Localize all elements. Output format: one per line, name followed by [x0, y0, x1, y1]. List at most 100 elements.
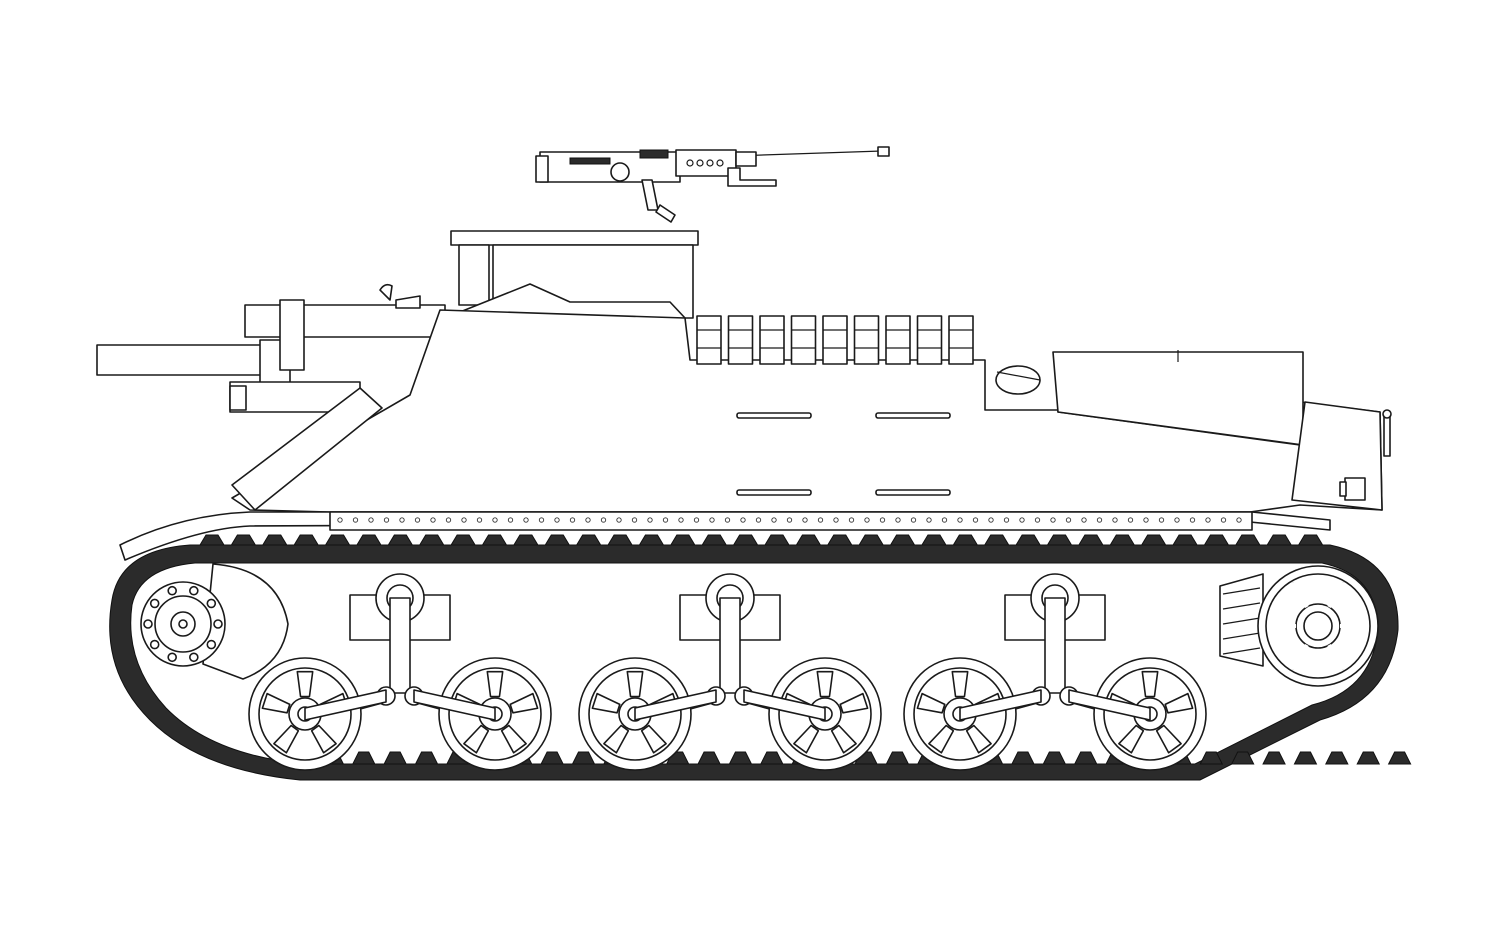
- track-tooth: [513, 534, 539, 546]
- track-tooth: [571, 751, 596, 765]
- track-tooth: [383, 751, 407, 765]
- rivet: [662, 517, 669, 523]
- rivet: [848, 517, 855, 523]
- track-tooth: [1199, 751, 1224, 765]
- sprocket-bolt: [143, 619, 153, 629]
- track-tooth: [1042, 751, 1067, 765]
- rivet: [554, 517, 560, 523]
- rivet: [1205, 517, 1211, 523]
- ammo-rack: [727, 315, 754, 365]
- sprocket-bolt: [167, 585, 177, 596]
- ammo-rack: [822, 315, 848, 365]
- rivet: [352, 517, 359, 523]
- track-tooth: [1230, 751, 1255, 765]
- sprocket-bolt: [149, 639, 160, 650]
- rivet: [1081, 517, 1087, 523]
- rivet: [647, 517, 653, 523]
- track-tooth: [1325, 751, 1349, 765]
- track-tooth: [1234, 534, 1261, 546]
- rivet: [1019, 517, 1025, 523]
- rivet: [368, 517, 374, 523]
- track-tooth: [701, 534, 728, 546]
- ammo-rack-group: [696, 315, 974, 365]
- rivet: [1003, 517, 1010, 523]
- track-tooth: [230, 534, 257, 546]
- ammo-rack: [948, 315, 974, 365]
- rivet: [445, 517, 452, 523]
- rivet: [523, 517, 529, 523]
- ammo-rack: [885, 315, 911, 365]
- track-tooth: [952, 534, 979, 546]
- track-tooth: [1109, 534, 1136, 546]
- rivet: [755, 517, 762, 523]
- track-tooth: [1140, 534, 1167, 546]
- track-tooth: [826, 534, 853, 546]
- rivet: [337, 517, 343, 523]
- suspension-bogies: [248, 573, 1207, 771]
- track-tooth: [983, 534, 1010, 546]
- track-tooth: [1046, 534, 1073, 546]
- rivet: [507, 517, 514, 523]
- rivet: [476, 517, 483, 523]
- track-tooth: [324, 534, 351, 546]
- rivet: [786, 517, 793, 523]
- track-tooth: [293, 534, 320, 546]
- idler-wheel: [1219, 565, 1379, 687]
- rivet: [740, 517, 746, 523]
- glacis-plate: [231, 387, 383, 511]
- rivet: [1034, 517, 1041, 523]
- rivet: [864, 517, 870, 523]
- track-tooth: [732, 534, 759, 546]
- sprocket-bolt: [189, 652, 199, 663]
- sprocket-bolt: [213, 619, 223, 629]
- track-tooth: [1293, 751, 1318, 765]
- rivet: [972, 517, 979, 523]
- track-tooth: [607, 534, 633, 546]
- rivet: [678, 517, 684, 523]
- rivet: [600, 517, 607, 523]
- rivet: [833, 517, 839, 523]
- main-gun: [96, 283, 446, 413]
- track-tooth: [1078, 534, 1104, 546]
- track-tooth: [1015, 534, 1041, 546]
- track-tooth: [414, 751, 439, 765]
- rivet: [802, 517, 808, 523]
- bogie: [903, 573, 1207, 771]
- track-tooth: [356, 534, 382, 546]
- rivet: [631, 517, 638, 523]
- track-tooth: [795, 534, 822, 546]
- track-tooth: [669, 534, 696, 546]
- roof-plate: [450, 230, 699, 246]
- rivet: [1112, 517, 1118, 523]
- drive-sprocket: [140, 563, 289, 680]
- sprocket-bolt: [149, 598, 160, 609]
- rivet: [910, 517, 917, 523]
- rivet: [1065, 517, 1072, 523]
- track-tooth: [1387, 751, 1412, 765]
- mg-barrel-jacket: [686, 159, 724, 167]
- rivet: [569, 517, 576, 523]
- rivet: [988, 517, 994, 523]
- rivet: [383, 517, 390, 523]
- rivet: [492, 517, 498, 523]
- track-tooth: [540, 751, 564, 765]
- rivet: [399, 517, 405, 523]
- rivet: [414, 517, 421, 523]
- track-tooth: [544, 534, 571, 546]
- rivet: [879, 517, 886, 523]
- track-tooth: [1266, 534, 1293, 546]
- rivet: [926, 517, 932, 523]
- track-tooth: [1203, 534, 1230, 546]
- rivet: [1143, 517, 1149, 523]
- rivet: [585, 517, 591, 523]
- rivet: [895, 517, 901, 523]
- sprocket-bolt: [206, 639, 217, 650]
- rivet: [1174, 517, 1180, 523]
- rivet: [538, 517, 545, 523]
- sprocket-bolt: [206, 598, 217, 609]
- hull-grab-handles: [736, 412, 951, 496]
- rivet: [1236, 517, 1242, 523]
- rivet: [461, 517, 467, 523]
- track-tooth: [450, 534, 476, 546]
